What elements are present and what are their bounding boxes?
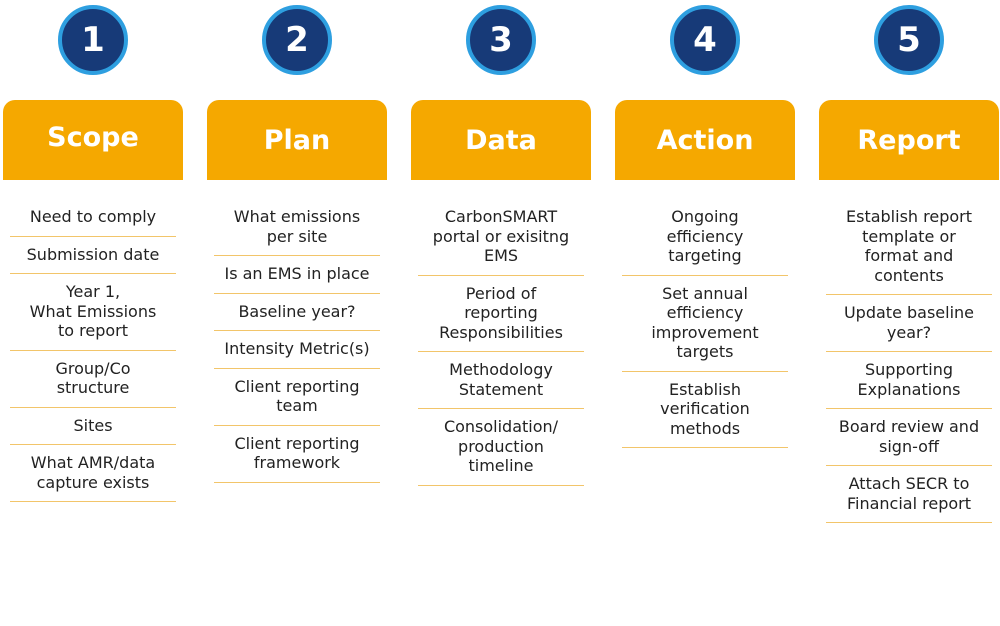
list-item: Submission date — [10, 237, 176, 274]
step-item-list: Need to comply Submission date Year 1,Wh… — [10, 199, 176, 502]
list-item: Baseline year? — [214, 294, 380, 331]
step-title: Data — [411, 100, 591, 180]
list-item: Need to comply — [10, 199, 176, 237]
step-title: Action — [615, 100, 795, 180]
step-title: Plan — [207, 100, 387, 180]
step-number-badge: 5 — [874, 5, 944, 75]
step-number-badge: 1 — [58, 5, 128, 75]
list-item: Sites — [10, 408, 176, 445]
step-number-badge: 3 — [466, 5, 536, 75]
list-item: Intensity Metric(s) — [214, 331, 380, 369]
step-number-badge: 4 — [670, 5, 740, 75]
step-number-badge: 2 — [262, 5, 332, 75]
step-title: Scope — [3, 100, 183, 180]
list-item: Is an EMS in place — [214, 256, 380, 294]
step-title: Report — [819, 100, 999, 180]
